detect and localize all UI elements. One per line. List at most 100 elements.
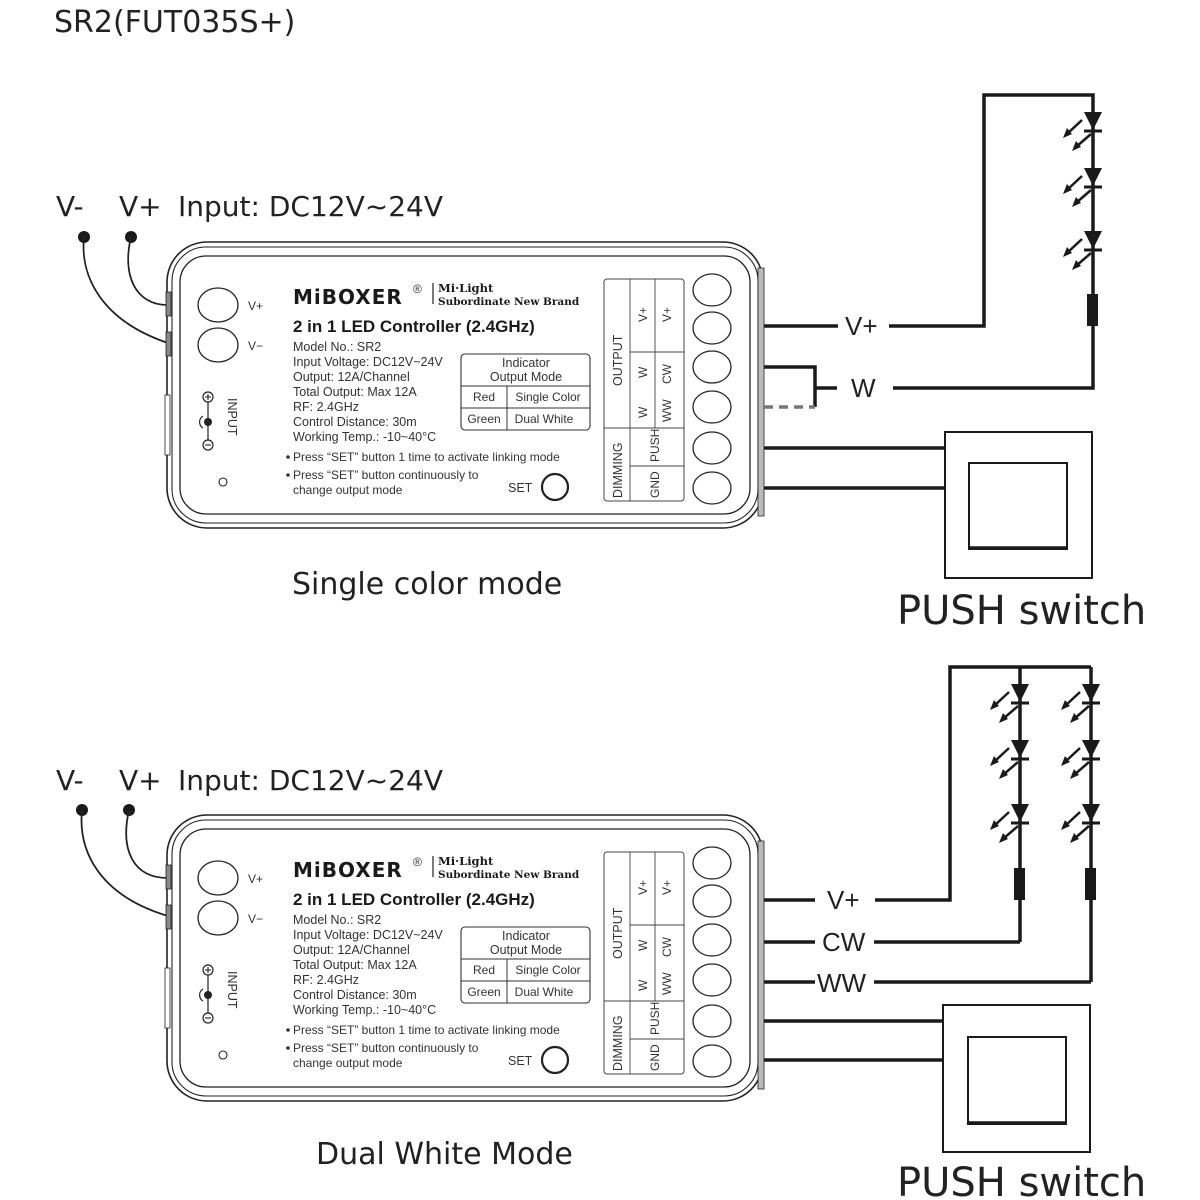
- indicator-header-1: Indicator: [502, 929, 550, 943]
- terminal-label-vminus: V−: [248, 912, 263, 926]
- sub-brand-line1: Mi·Light: [438, 854, 494, 868]
- led-string-cw: [988, 682, 1031, 900]
- indicator-single-color: Single Color: [515, 390, 580, 404]
- output-group-label: OUTPUT: [611, 334, 625, 386]
- push-switch-label: PUSH switch: [897, 1160, 1146, 1200]
- note-output-mode-2: change output mode: [293, 483, 403, 497]
- controller-labels: MiBOXER ® Mi·Light Subordinate New Brand…: [225, 281, 674, 498]
- push-switch: [942, 1004, 1091, 1153]
- indicator-dual-white: Dual White: [515, 412, 574, 426]
- indicator-green: Green: [467, 412, 500, 426]
- led-3: [1061, 229, 1104, 272]
- output-label-ww: WW: [660, 972, 674, 995]
- led-string: [1061, 110, 1104, 326]
- dimming-label-gnd: GND: [648, 471, 662, 498]
- spec-total-output: Total Output: Max 12A: [293, 958, 417, 972]
- panel-dual-white: V- V+ Input: DC12V~24V MiBOXER ® Mi·Ligh…: [56, 665, 1146, 1200]
- resistor: [1087, 294, 1098, 326]
- spec-output: Output: 12A/Channel: [293, 943, 410, 957]
- note-output-mode-2: change output mode: [293, 1056, 403, 1070]
- output-label-w-b: W: [636, 979, 650, 991]
- wire-label-w: W: [851, 373, 876, 403]
- spec-output: Output: 12A/Channel: [293, 370, 410, 384]
- dimming-label-gnd: GND: [648, 1044, 662, 1071]
- output-group-label: OUTPUT: [611, 907, 625, 959]
- spec-rf: RF: 2.4GHz: [293, 400, 359, 414]
- panel-single-color: V- V+ Input: DC12V~24V MiBOXER ® Mi·Ligh…: [56, 93, 1146, 634]
- sub-brand-line2: Subordinate New Brand: [438, 296, 580, 308]
- spec-working-temp: Working Temp.: -10~40°C: [293, 430, 436, 444]
- note-output-mode-1: Press “SET” button continuously to: [293, 1041, 479, 1055]
- output-label-vplus-b: V+: [660, 880, 674, 895]
- sub-brand-line2: Subordinate New Brand: [438, 869, 580, 881]
- push-switch-label: PUSH switch: [897, 588, 1146, 634]
- led-ww-1: [1059, 682, 1102, 725]
- mode-caption: Dual White Mode: [316, 1137, 573, 1172]
- push-switch: [944, 431, 1093, 579]
- wire-label-vplus: V+: [827, 885, 860, 915]
- input-vminus-wire: [82, 236, 169, 344]
- dimming-label-push: PUSH: [648, 429, 662, 462]
- input-vminus-wire: [80, 809, 169, 917]
- led-cw-1: [988, 682, 1031, 725]
- output-label-w-a: W: [636, 366, 650, 378]
- indicator-header-2: Output Mode: [490, 943, 562, 957]
- registered-mark: ®: [413, 855, 422, 869]
- input-voltage-label: Input: DC12V~24V: [178, 190, 443, 223]
- output-label-vplus-b: V+: [660, 307, 674, 322]
- led-string-ww: [1059, 682, 1102, 900]
- led-ww-3: [1059, 802, 1102, 845]
- indicator-dual-white: Dual White: [515, 985, 574, 999]
- wire-led-loop: [889, 93, 1095, 390]
- indicator-single-color: Single Color: [515, 963, 580, 977]
- spec-model: Model No.: SR2: [293, 340, 381, 354]
- output-label-vplus-a: V+: [636, 307, 650, 322]
- indicator-header-1: Indicator: [502, 356, 550, 370]
- wire-label-cw: CW: [822, 927, 866, 957]
- output-label-w-b: W: [636, 406, 650, 418]
- dimming-label-push: PUSH: [648, 1002, 662, 1035]
- set-label: SET: [508, 1054, 533, 1068]
- terminal-label-vplus: V+: [248, 299, 263, 313]
- input-vplus-wire: [127, 236, 169, 306]
- terminal-label-vminus: V−: [248, 339, 263, 353]
- indicator-red: Red: [473, 963, 495, 977]
- note-output-mode-1: Press “SET” button continuously to: [293, 468, 479, 482]
- brand-logo: MiBOXER: [293, 285, 403, 309]
- terminal-label-vplus: V+: [248, 872, 263, 886]
- wire-label-ww: WW: [817, 968, 867, 998]
- note-linking-mode: Press “SET” button 1 time to activate li…: [293, 1023, 560, 1037]
- controller-labels: MiBOXER ® Mi·Light Subordinate New Brand…: [225, 854, 674, 1071]
- input-label-vminus: V-: [56, 190, 84, 223]
- product-name: 2 in 1 LED Controller (2.4GHz): [293, 317, 535, 336]
- led-1: [1061, 110, 1104, 153]
- sub-brand-line1: Mi·Light: [438, 281, 494, 295]
- spec-control-distance: Control Distance: 30m: [293, 415, 417, 429]
- spec-rf: RF: 2.4GHz: [293, 973, 359, 987]
- output-label-w-a: W: [636, 939, 650, 951]
- wire-label-vplus: V+: [845, 311, 878, 341]
- spec-model: Model No.: SR2: [293, 913, 381, 927]
- input-label-vplus: V+: [119, 190, 162, 223]
- product-name: 2 in 1 LED Controller (2.4GHz): [293, 890, 535, 909]
- spec-total-output: Total Output: Max 12A: [293, 385, 417, 399]
- spec-control-distance: Control Distance: 30m: [293, 988, 417, 1002]
- output-label-vplus-a: V+: [636, 880, 650, 895]
- led-cw-2: [988, 738, 1031, 781]
- indicator-red: Red: [473, 390, 495, 404]
- indicator-green: Green: [467, 985, 500, 999]
- dimming-group-label: DIMMING: [611, 442, 625, 498]
- mode-caption: Single color mode: [292, 567, 562, 602]
- resistor-ww: [1085, 868, 1096, 900]
- input-group-label: INPUT: [225, 398, 239, 436]
- input-vplus-wire: [125, 809, 169, 879]
- led-cw-3: [988, 802, 1031, 845]
- wire-w-bridge: [764, 365, 817, 407]
- input-label-vplus: V+: [119, 764, 162, 797]
- output-label-cw: CW: [660, 363, 674, 384]
- diagram-title: SR2(FUT035S+): [54, 5, 295, 40]
- resistor-cw: [1014, 868, 1025, 900]
- indicator-header-2: Output Mode: [490, 370, 562, 384]
- brand-logo: MiBOXER: [293, 858, 403, 882]
- output-label-cw: CW: [660, 936, 674, 957]
